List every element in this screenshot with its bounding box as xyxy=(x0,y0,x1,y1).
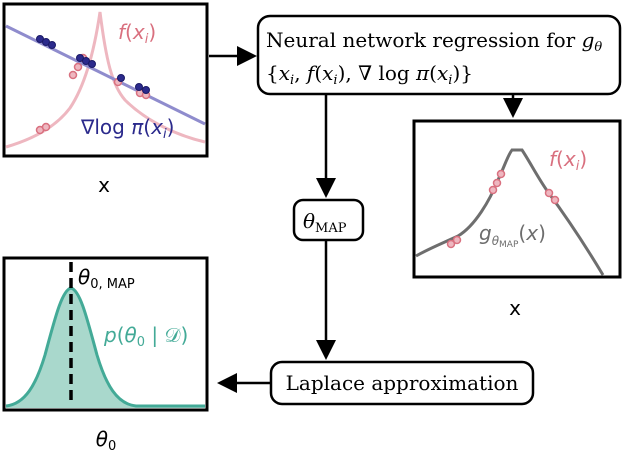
surrogate-sample-points xyxy=(446,169,560,249)
laplace-box: Laplace approximation xyxy=(269,360,535,406)
grad-sample-point xyxy=(48,41,56,49)
f-sample-point xyxy=(73,62,83,72)
surrogate-sample-point xyxy=(446,239,456,249)
laplace-box-frame xyxy=(269,360,535,406)
surrogate-sample-point xyxy=(544,188,554,198)
surrogate-sample-point xyxy=(492,178,502,188)
regression-box-title: Neural network regression for gθ xyxy=(266,28,602,55)
surrogate-sample-point xyxy=(452,235,462,245)
posterior-x-axis-label: θ0 xyxy=(96,427,117,452)
regression-box: Neural network regression for gθ {xi, f(… xyxy=(256,14,622,96)
right-x-axis-label: x xyxy=(509,296,521,320)
f-sample-point xyxy=(68,70,78,80)
grad-sample-point xyxy=(88,60,96,68)
surrogate-g-label: gθMAP(x) xyxy=(479,221,546,250)
panel-posterior: θ0, MAP p(θ0 | 𝒟) xyxy=(2,256,209,412)
function-curve xyxy=(5,11,206,149)
panel-function-samples: f(xi) ∇log π(xi) xyxy=(2,2,209,158)
top-left-x-axis-label: x xyxy=(98,173,110,197)
f-sample-points xyxy=(35,53,151,135)
f-label: f(xi) xyxy=(118,20,156,47)
grad-sample-point xyxy=(135,83,143,91)
theta-map-box-label: θMAP xyxy=(303,209,347,236)
grad-log-prior-label: ∇log π(xi) xyxy=(80,115,174,142)
posterior-curve xyxy=(5,286,205,408)
surrogate-f-label: f(xi) xyxy=(549,147,587,174)
regression-box-inputs: {xi, f(xi), ∇ log π(xi)} xyxy=(266,61,473,88)
surrogate-sample-point xyxy=(488,185,498,195)
laplace-box-label: Laplace approximation xyxy=(286,371,519,395)
surrogate-sample-point xyxy=(550,195,560,205)
surrogate-sample-point xyxy=(496,169,506,179)
grad-sample-point xyxy=(117,74,125,82)
theta-map-box: θMAP xyxy=(292,198,365,242)
panel-surrogate-fit: f(xi) gθMAP(x) xyxy=(412,119,622,279)
f-sample-point xyxy=(41,122,51,132)
grad-sample-points xyxy=(36,35,150,94)
panel-frame xyxy=(412,119,622,279)
theta0-map-label: θ0, MAP xyxy=(78,265,135,292)
posterior-label: p(θ0 | 𝒟) xyxy=(103,323,188,350)
grad-sample-point xyxy=(142,86,150,94)
theta-map-box-frame xyxy=(292,198,365,242)
regression-box-frame xyxy=(256,14,622,96)
